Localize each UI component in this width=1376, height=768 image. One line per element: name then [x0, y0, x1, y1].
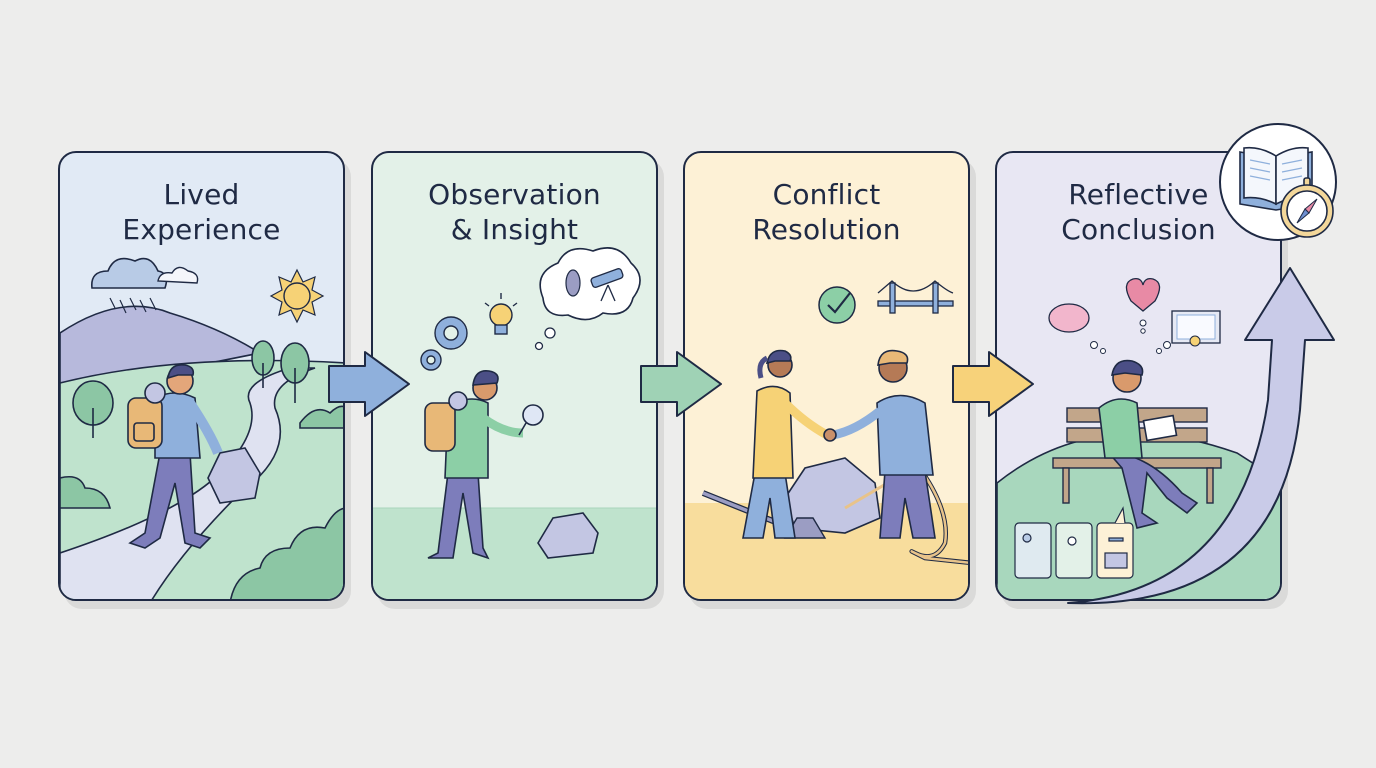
step-title: Observation & Insight — [428, 178, 601, 246]
conflict-resolution-illustration — [685, 280, 968, 599]
step-panel-observation-insight: Observation & Insight — [371, 151, 658, 601]
compass-icon — [1280, 177, 1334, 238]
book-compass-badge — [1219, 123, 1337, 241]
connector-arrow-2 — [640, 351, 722, 417]
step-title: Conflict Resolution — [752, 178, 901, 246]
connector-arrow-1 — [328, 351, 410, 417]
step-title: Lived Experience — [122, 178, 281, 246]
lived-experience-illustration — [60, 257, 343, 599]
connector-arrow-3 — [952, 351, 1034, 417]
step-title: Reflective Conclusion — [1061, 178, 1216, 246]
step-panel-lived-experience: Lived Experience — [58, 151, 345, 601]
observation-insight-illustration — [373, 247, 656, 599]
